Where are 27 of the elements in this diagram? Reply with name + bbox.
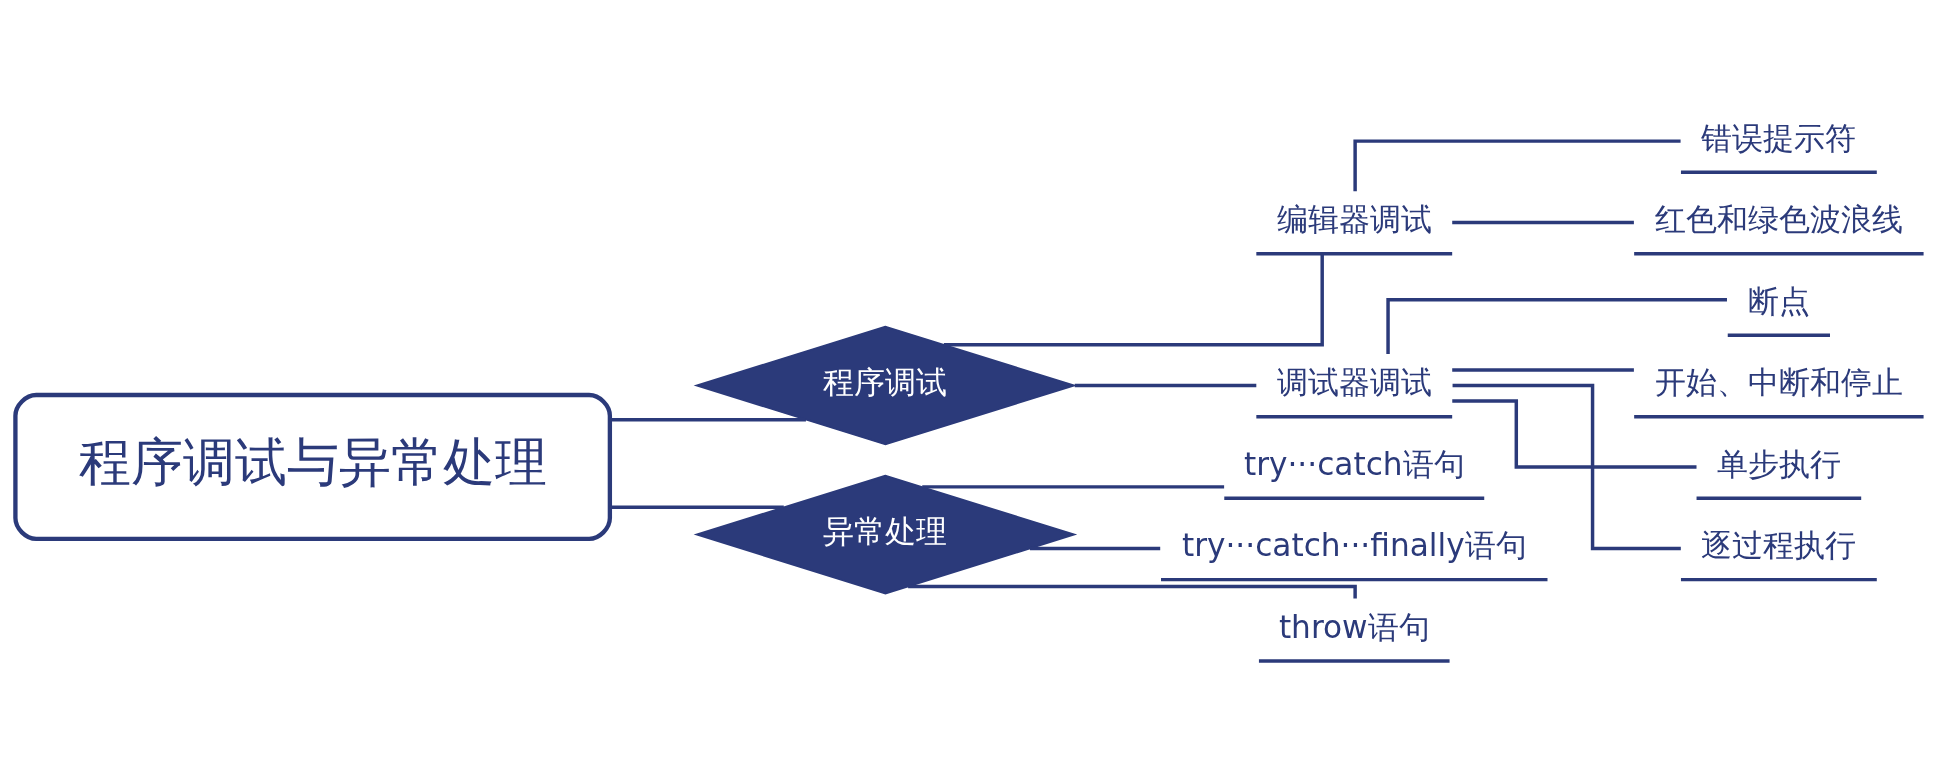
node-text: 断点 bbox=[1747, 282, 1810, 319]
node-text: 错误提示符 bbox=[1701, 119, 1857, 156]
node-text: 红色和绿色波浪线 bbox=[1654, 201, 1903, 238]
connector bbox=[943, 254, 1324, 347]
node-text: 编辑器调试 bbox=[1276, 201, 1432, 238]
connector bbox=[1452, 220, 1634, 225]
node-text: throw语句 bbox=[1278, 608, 1430, 645]
connector bbox=[1452, 399, 1697, 469]
node-diamond: 异常处理 bbox=[693, 474, 1078, 595]
connector bbox=[922, 485, 1225, 489]
node-text: try···catch语句 bbox=[1243, 445, 1465, 482]
connector bbox=[1074, 383, 1257, 388]
node-text: try···catch···finally语句 bbox=[1181, 527, 1527, 564]
connector bbox=[1452, 368, 1634, 372]
node-text: 单步执行 bbox=[1716, 445, 1841, 482]
connector bbox=[1029, 546, 1161, 551]
connector bbox=[1386, 297, 1727, 355]
connector bbox=[609, 418, 806, 422]
node-box: 程序调试与异常处理 bbox=[13, 392, 613, 542]
node-diamond: 程序调试 bbox=[693, 325, 1078, 446]
connector bbox=[1353, 139, 1681, 192]
connector bbox=[908, 584, 1357, 599]
connector bbox=[609, 505, 784, 509]
node-text: 调试器调试 bbox=[1276, 364, 1432, 401]
node-text: 开始、中断和停止 bbox=[1654, 364, 1903, 401]
node-text: 逐过程执行 bbox=[1701, 527, 1857, 564]
connector bbox=[1452, 383, 1681, 551]
